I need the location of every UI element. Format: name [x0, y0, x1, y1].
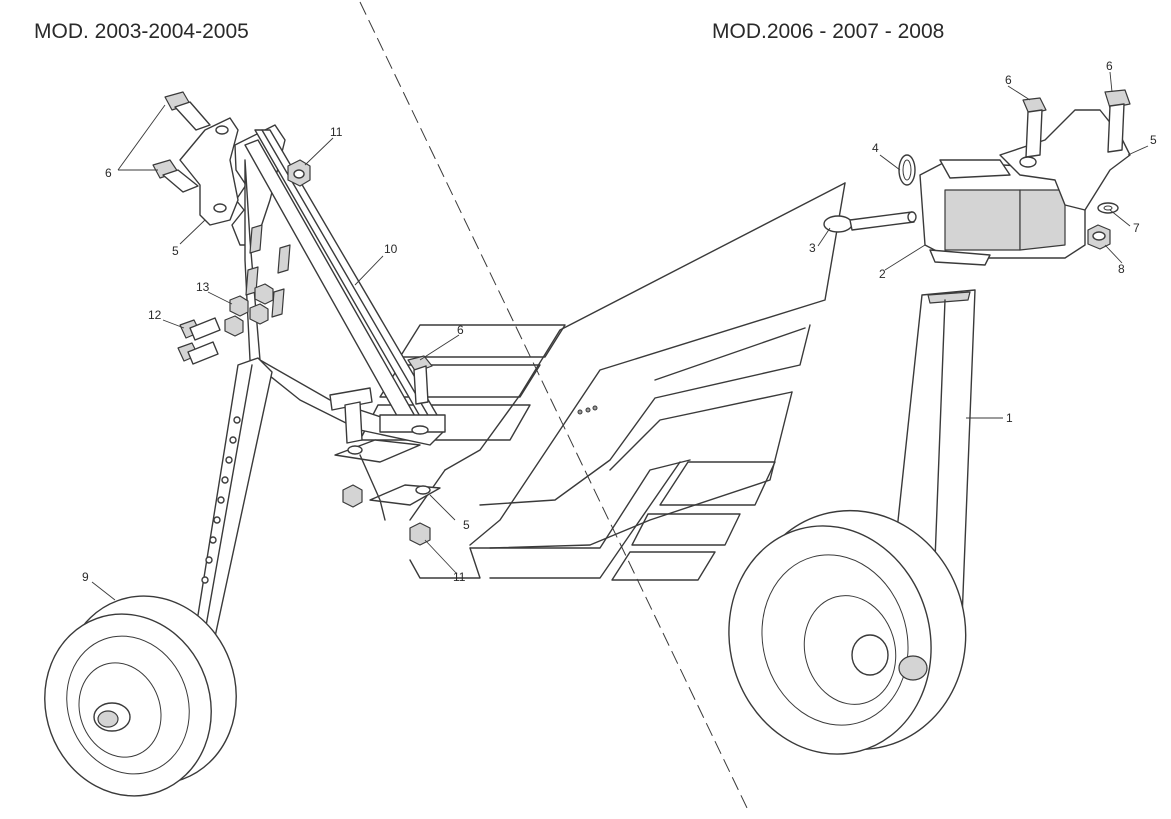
- left-clamp-plate-5: [179, 117, 239, 226]
- callout-7: 7: [1133, 221, 1140, 235]
- left-wheel-9: [44, 595, 237, 797]
- callout-11-top: 11: [330, 125, 343, 139]
- left-nut-11-top: [287, 159, 311, 187]
- callout-11-bottom: 11: [453, 570, 466, 584]
- callout-5-left: 5: [172, 244, 179, 258]
- mid-hitch-brackets: [329, 387, 441, 546]
- right-clamp-5: [999, 109, 1131, 211]
- callout-10: 10: [384, 242, 398, 256]
- callout-1: 1: [1006, 411, 1013, 425]
- callout-6-left: 6: [105, 166, 112, 180]
- leader-lines: [91, 71, 1149, 601]
- right-bracket-2: [919, 159, 1086, 266]
- right-nut-8: [1087, 224, 1111, 250]
- right-clip-4: [898, 154, 916, 186]
- callout-6-right-a: 6: [1005, 73, 1012, 87]
- left-nuts-13: [224, 283, 274, 337]
- left-bolts-12: [177, 317, 221, 365]
- callout-9: 9: [82, 570, 89, 584]
- callout-5-mid: 5: [463, 518, 470, 532]
- callout-2: 2: [879, 267, 886, 281]
- right-washer-7: [1097, 202, 1119, 214]
- title-right-model: MOD.2006 - 2007 - 2008: [712, 20, 944, 43]
- callout-6-right-b: 6: [1106, 59, 1113, 73]
- callout-3: 3: [809, 241, 816, 255]
- right-bolts-6: [1022, 89, 1131, 158]
- left-vertical-post: [189, 357, 273, 666]
- callout-13: 13: [196, 280, 210, 294]
- callout-12: 12: [148, 308, 162, 322]
- mid-bolt-6: [407, 355, 433, 405]
- callout-6-mid: 6: [457, 323, 464, 337]
- right-pin-3: [823, 211, 917, 233]
- callout-5-right: 5: [1150, 133, 1157, 147]
- right-wheel: [728, 509, 967, 755]
- chassis-outline: [359, 182, 846, 581]
- callout-4: 4: [872, 141, 879, 155]
- callout-8: 8: [1118, 262, 1125, 276]
- title-left-model: MOD. 2003-2004-2005: [34, 20, 249, 43]
- left-bolts-6: [152, 91, 211, 193]
- model-divider-line: [359, 1, 749, 811]
